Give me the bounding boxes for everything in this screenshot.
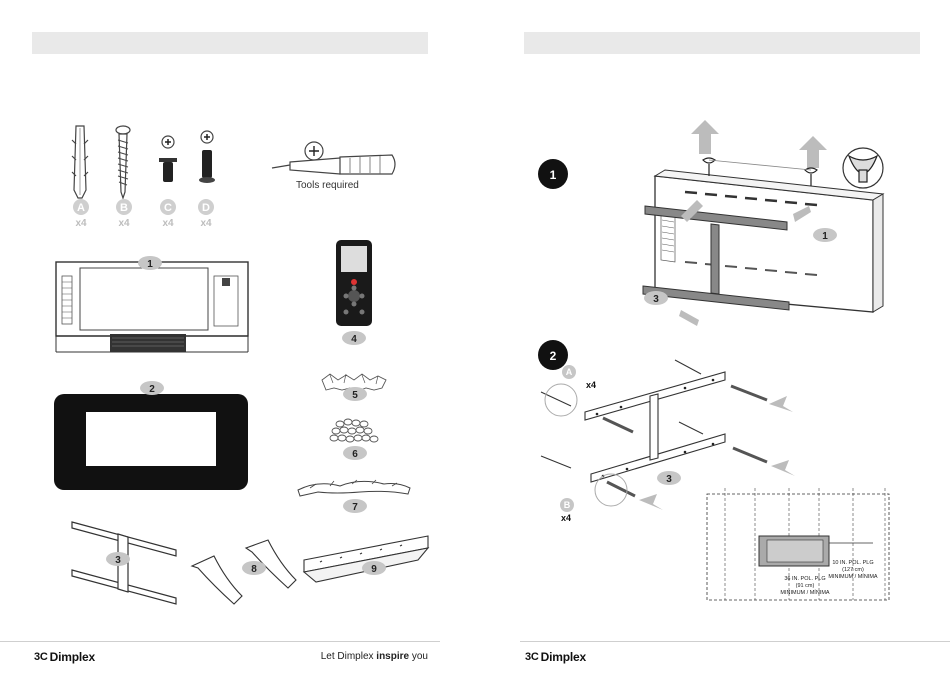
- part-letter-a: A: [77, 202, 85, 214]
- tagline-pre: Let Dimplex: [321, 651, 377, 662]
- part-letter-c: C: [164, 202, 172, 214]
- component-6-number: 6: [352, 449, 358, 460]
- tagline-post: you: [409, 651, 428, 662]
- anchor-qty-a: x4: [586, 380, 596, 390]
- anchor-a-icon: [72, 126, 88, 198]
- pebble-media-icon: [330, 419, 378, 442]
- anchor-qty-b: x4: [561, 513, 571, 523]
- component-2-number: 2: [149, 384, 155, 395]
- part-qty-c: x4: [162, 218, 174, 229]
- right-brand-name: Dimplex: [541, 650, 586, 664]
- part-letter-b: B: [120, 202, 128, 214]
- component-9-number: 9: [371, 564, 377, 575]
- component-7-number: 7: [352, 502, 358, 513]
- bolt-c-icon: [159, 136, 177, 182]
- bolt-d-icon: [199, 131, 215, 183]
- dimension-side-min: MINIMUM / MÍNIMA: [780, 589, 830, 596]
- dimplex-logo-icon: 3C: [34, 651, 48, 663]
- part-qty-a: x4: [75, 218, 87, 229]
- step-1-number: 1: [550, 168, 557, 182]
- tools-required-label: Tools required: [296, 180, 359, 191]
- remote-control-icon: [336, 240, 372, 326]
- anchor-letter-b: B: [564, 500, 571, 510]
- dimension-top-min: MINIMUM / MÍNIMA: [828, 573, 878, 580]
- dimension-top-label: 10 IN. POL. PLG: [832, 560, 873, 566]
- part-qty-d: x4: [200, 218, 212, 229]
- screw-b-icon: [116, 126, 130, 198]
- left-brand-name: Dimplex: [50, 650, 95, 664]
- step-2-number: 2: [550, 349, 557, 363]
- part-letters: [73, 199, 214, 215]
- right-page: 1 2 1 3 3 A B x4 x4 10 IN. POL. PLG (127…: [475, 0, 950, 674]
- part-letter-d: D: [202, 202, 210, 214]
- callout-1: 1: [822, 231, 828, 242]
- dimension-side-label: 36 IN. POL. PLG: [784, 576, 825, 582]
- screwdriver-icon: [272, 142, 395, 174]
- component-4-number: 4: [351, 334, 357, 345]
- callout-3-bottom: 3: [666, 474, 672, 485]
- wall-bracket-step2-icon: [585, 372, 725, 482]
- cover-plate-icon: [304, 536, 428, 582]
- parts-illustration: A B C D x4 x4 x4 x4 Tools required 1 2 3…: [0, 0, 475, 674]
- right-footer-rule: [520, 641, 950, 642]
- support-feet-icon: [192, 540, 296, 604]
- component-8-number: 8: [251, 564, 257, 575]
- frame-trim-icon: [54, 394, 248, 490]
- driftwood-media-icon: [298, 480, 410, 496]
- left-footer-rule: [0, 641, 440, 642]
- tagline: Let Dimplex inspire you: [321, 651, 428, 662]
- fireplace-unit-icon: [56, 262, 248, 352]
- dimension-side-cm: (91 cm): [796, 583, 815, 589]
- component-5-number: 5: [352, 390, 358, 401]
- callout-3-top: 3: [653, 294, 659, 305]
- anchor-letter-a: A: [566, 367, 573, 377]
- part-qty-b: x4: [118, 218, 130, 229]
- component-3-number: 3: [115, 555, 121, 566]
- component-1-number: 1: [147, 259, 153, 270]
- left-page: A B C D x4 x4 x4 x4 Tools required 1 2 3…: [0, 0, 475, 674]
- mounting-illustration: 1 2 1 3 3 A B x4 x4 10 IN. POL. PLG (127…: [475, 0, 950, 674]
- tagline-bold: inspire: [376, 651, 409, 662]
- dimension-top-cm: (127 cm): [842, 567, 864, 573]
- dimplex-logo-icon: 3C: [525, 651, 539, 663]
